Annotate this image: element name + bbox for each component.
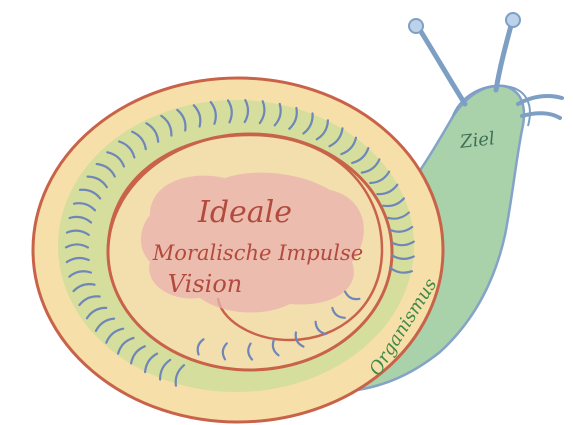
label-moralische-impulse: Moralische Impulse [152,241,363,265]
tentacle-right-eye [506,13,520,27]
feeler-lower [522,113,560,118]
tentacle-right [496,22,512,90]
tentacle-left [420,30,465,104]
tentacle-left-eye [409,19,423,33]
label-ziel: Ziel [458,128,496,153]
label-ideale: Ideale [197,195,292,230]
label-vision: Vision [168,270,242,298]
